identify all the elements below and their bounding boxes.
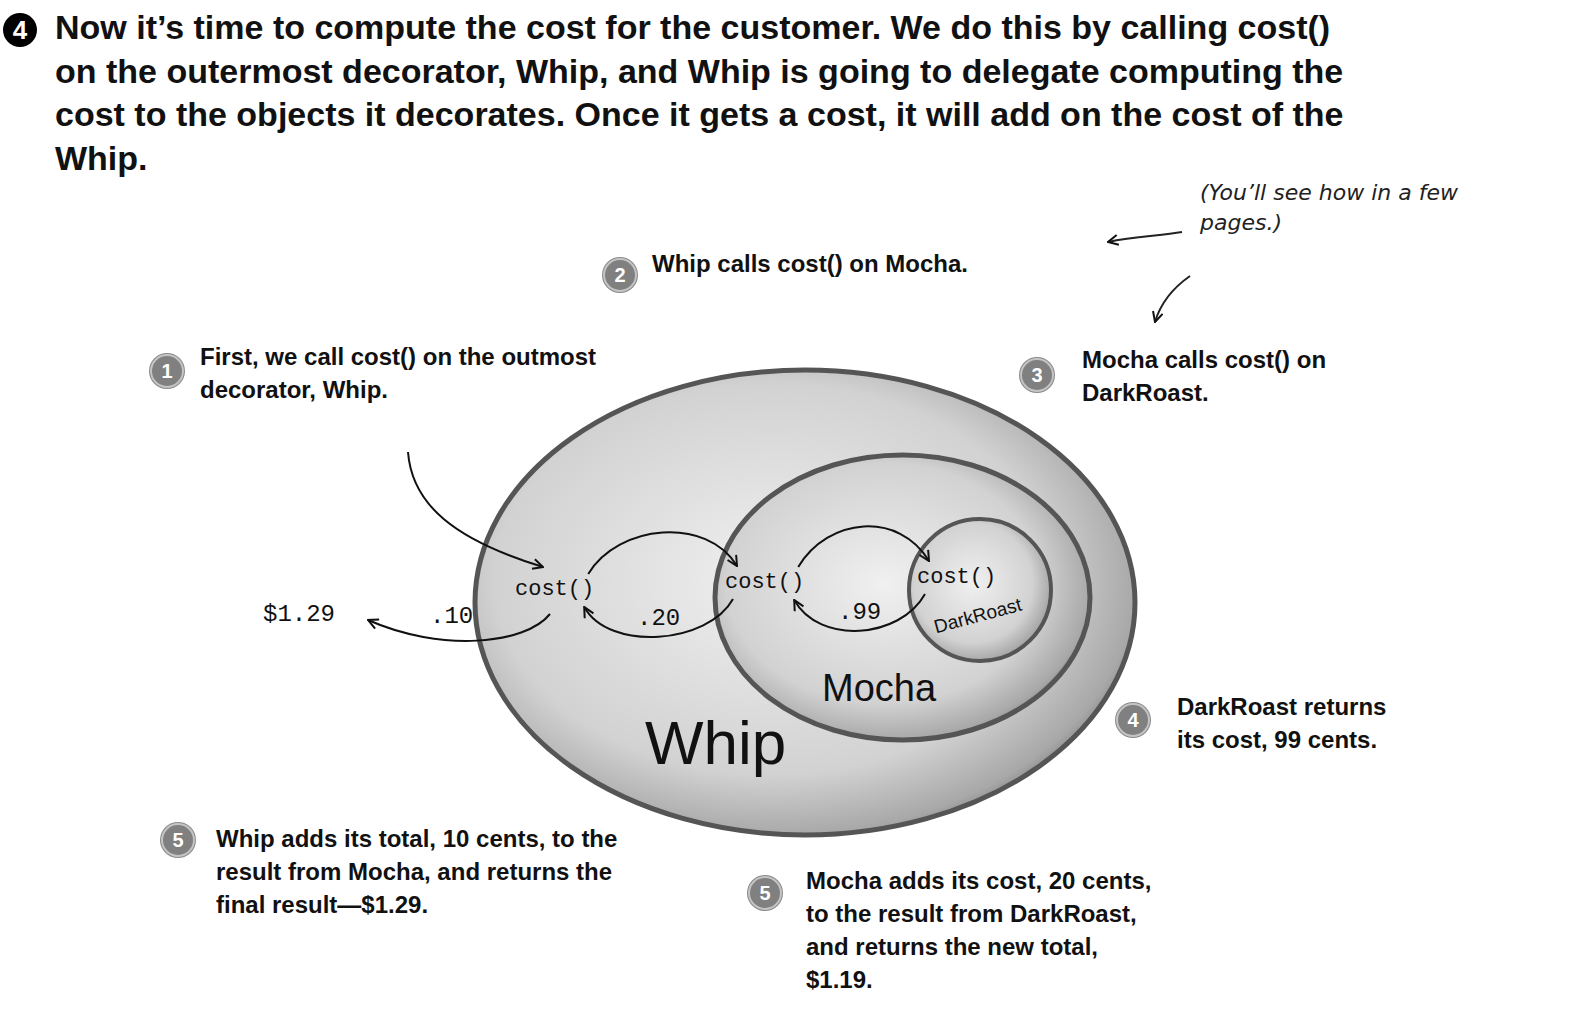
edge-label-slot: .99	[838, 599, 881, 627]
handwritten-note: (You’ll see how in a few pages.)	[1200, 178, 1462, 238]
callout-text: DarkRoast returns its cost, 99 cents.	[1177, 690, 1417, 756]
method-call: cost()	[917, 565, 996, 591]
callout-number: 5	[163, 825, 193, 855]
darkroast-beverage: cost() DarkRoast	[905, 515, 1055, 665]
leader-arrow	[408, 452, 543, 567]
callout-text-slot: Mocha adds its cost, 20 cents, to the re…	[806, 864, 1171, 996]
node-name: Whip	[645, 707, 786, 779]
ellipse-shape	[475, 370, 1135, 835]
edge-label: .99	[838, 599, 881, 627]
handwritten-note-slot: (You’ll see how in a few pages.)	[1200, 178, 1462, 238]
node-name-slot: DarkRoast	[933, 605, 1023, 627]
edge-label-slot: .20	[637, 605, 680, 633]
return-arrow	[584, 599, 733, 637]
callout-text-slot: Whip calls cost() on Mocha.	[652, 247, 1092, 280]
method-call-slot: cost()	[917, 565, 996, 591]
cost-value: $1.29	[263, 601, 335, 629]
callout-text-slot: First, we call cost() on the outmost dec…	[200, 340, 610, 406]
callout-number: 3	[1022, 360, 1052, 390]
callout-number: 2	[605, 260, 635, 290]
callout-text-slot: Whip adds its total, 10 cents, to the re…	[216, 822, 666, 921]
node-name: DarkRoast	[932, 594, 1024, 638]
callout-number-slot: 2	[605, 260, 635, 290]
node-name-slot: Whip	[645, 707, 786, 779]
node-name-slot: Mocha	[822, 666, 936, 710]
method-call: cost()	[725, 570, 804, 596]
ellipse-shape	[909, 519, 1051, 661]
callout-number: 4	[1118, 705, 1148, 735]
callout-text-slot: DarkRoast returns its cost, 99 cents.	[1177, 690, 1417, 756]
method-call-slot: cost()	[515, 577, 594, 603]
method-call: cost()	[515, 577, 594, 603]
callout-text-slot: Mocha calls cost() on DarkRoast.	[1082, 343, 1422, 409]
call-arrow	[588, 532, 737, 574]
title: Now it’s time to compute the cost for th…	[55, 6, 1355, 180]
edge-label: .20	[637, 605, 680, 633]
method-call-slot: cost()	[725, 570, 804, 596]
callout-number: 1	[152, 356, 182, 386]
callout-text: Whip adds its total, 10 cents, to the re…	[216, 822, 666, 921]
note-arrow	[1155, 276, 1190, 322]
step-number: 4	[3, 13, 37, 47]
call-arrow	[798, 526, 929, 567]
title-slot: Now it’s time to compute the cost for th…	[55, 6, 1355, 180]
callout-number-slot: 1	[152, 356, 182, 386]
mocha-decorator: cost() Mocha cost() DarkRoast	[710, 450, 1095, 745]
ellipse-shape	[715, 455, 1090, 740]
callout-text: First, we call cost() on the outmost dec…	[200, 340, 610, 406]
callout-text: Whip calls cost() on Mocha.	[652, 247, 1092, 280]
cost-value: .10	[430, 603, 473, 631]
ellipse-outline	[470, 365, 1140, 840]
return-arrow	[794, 594, 925, 631]
step-number-slot: 4	[3, 13, 37, 47]
callout-number-slot: 4	[1118, 705, 1148, 735]
node-name: Mocha	[822, 666, 936, 710]
callout-text: Mocha calls cost() on DarkRoast.	[1082, 343, 1422, 409]
whip-decorator: cost() Whip cost() Mocha cost() DarkRoast	[470, 365, 1140, 840]
callout-number-slot: 5	[163, 825, 193, 855]
callout-number-slot: 5	[750, 878, 780, 908]
callout-number: 5	[750, 878, 780, 908]
cost-value-slot: .10	[430, 603, 473, 631]
note-arrow	[1108, 232, 1182, 242]
callout-text: Mocha adds its cost, 20 cents, to the re…	[806, 864, 1171, 996]
callout-number-slot: 3	[1022, 360, 1052, 390]
cost-value-slot: $1.29	[263, 601, 335, 629]
